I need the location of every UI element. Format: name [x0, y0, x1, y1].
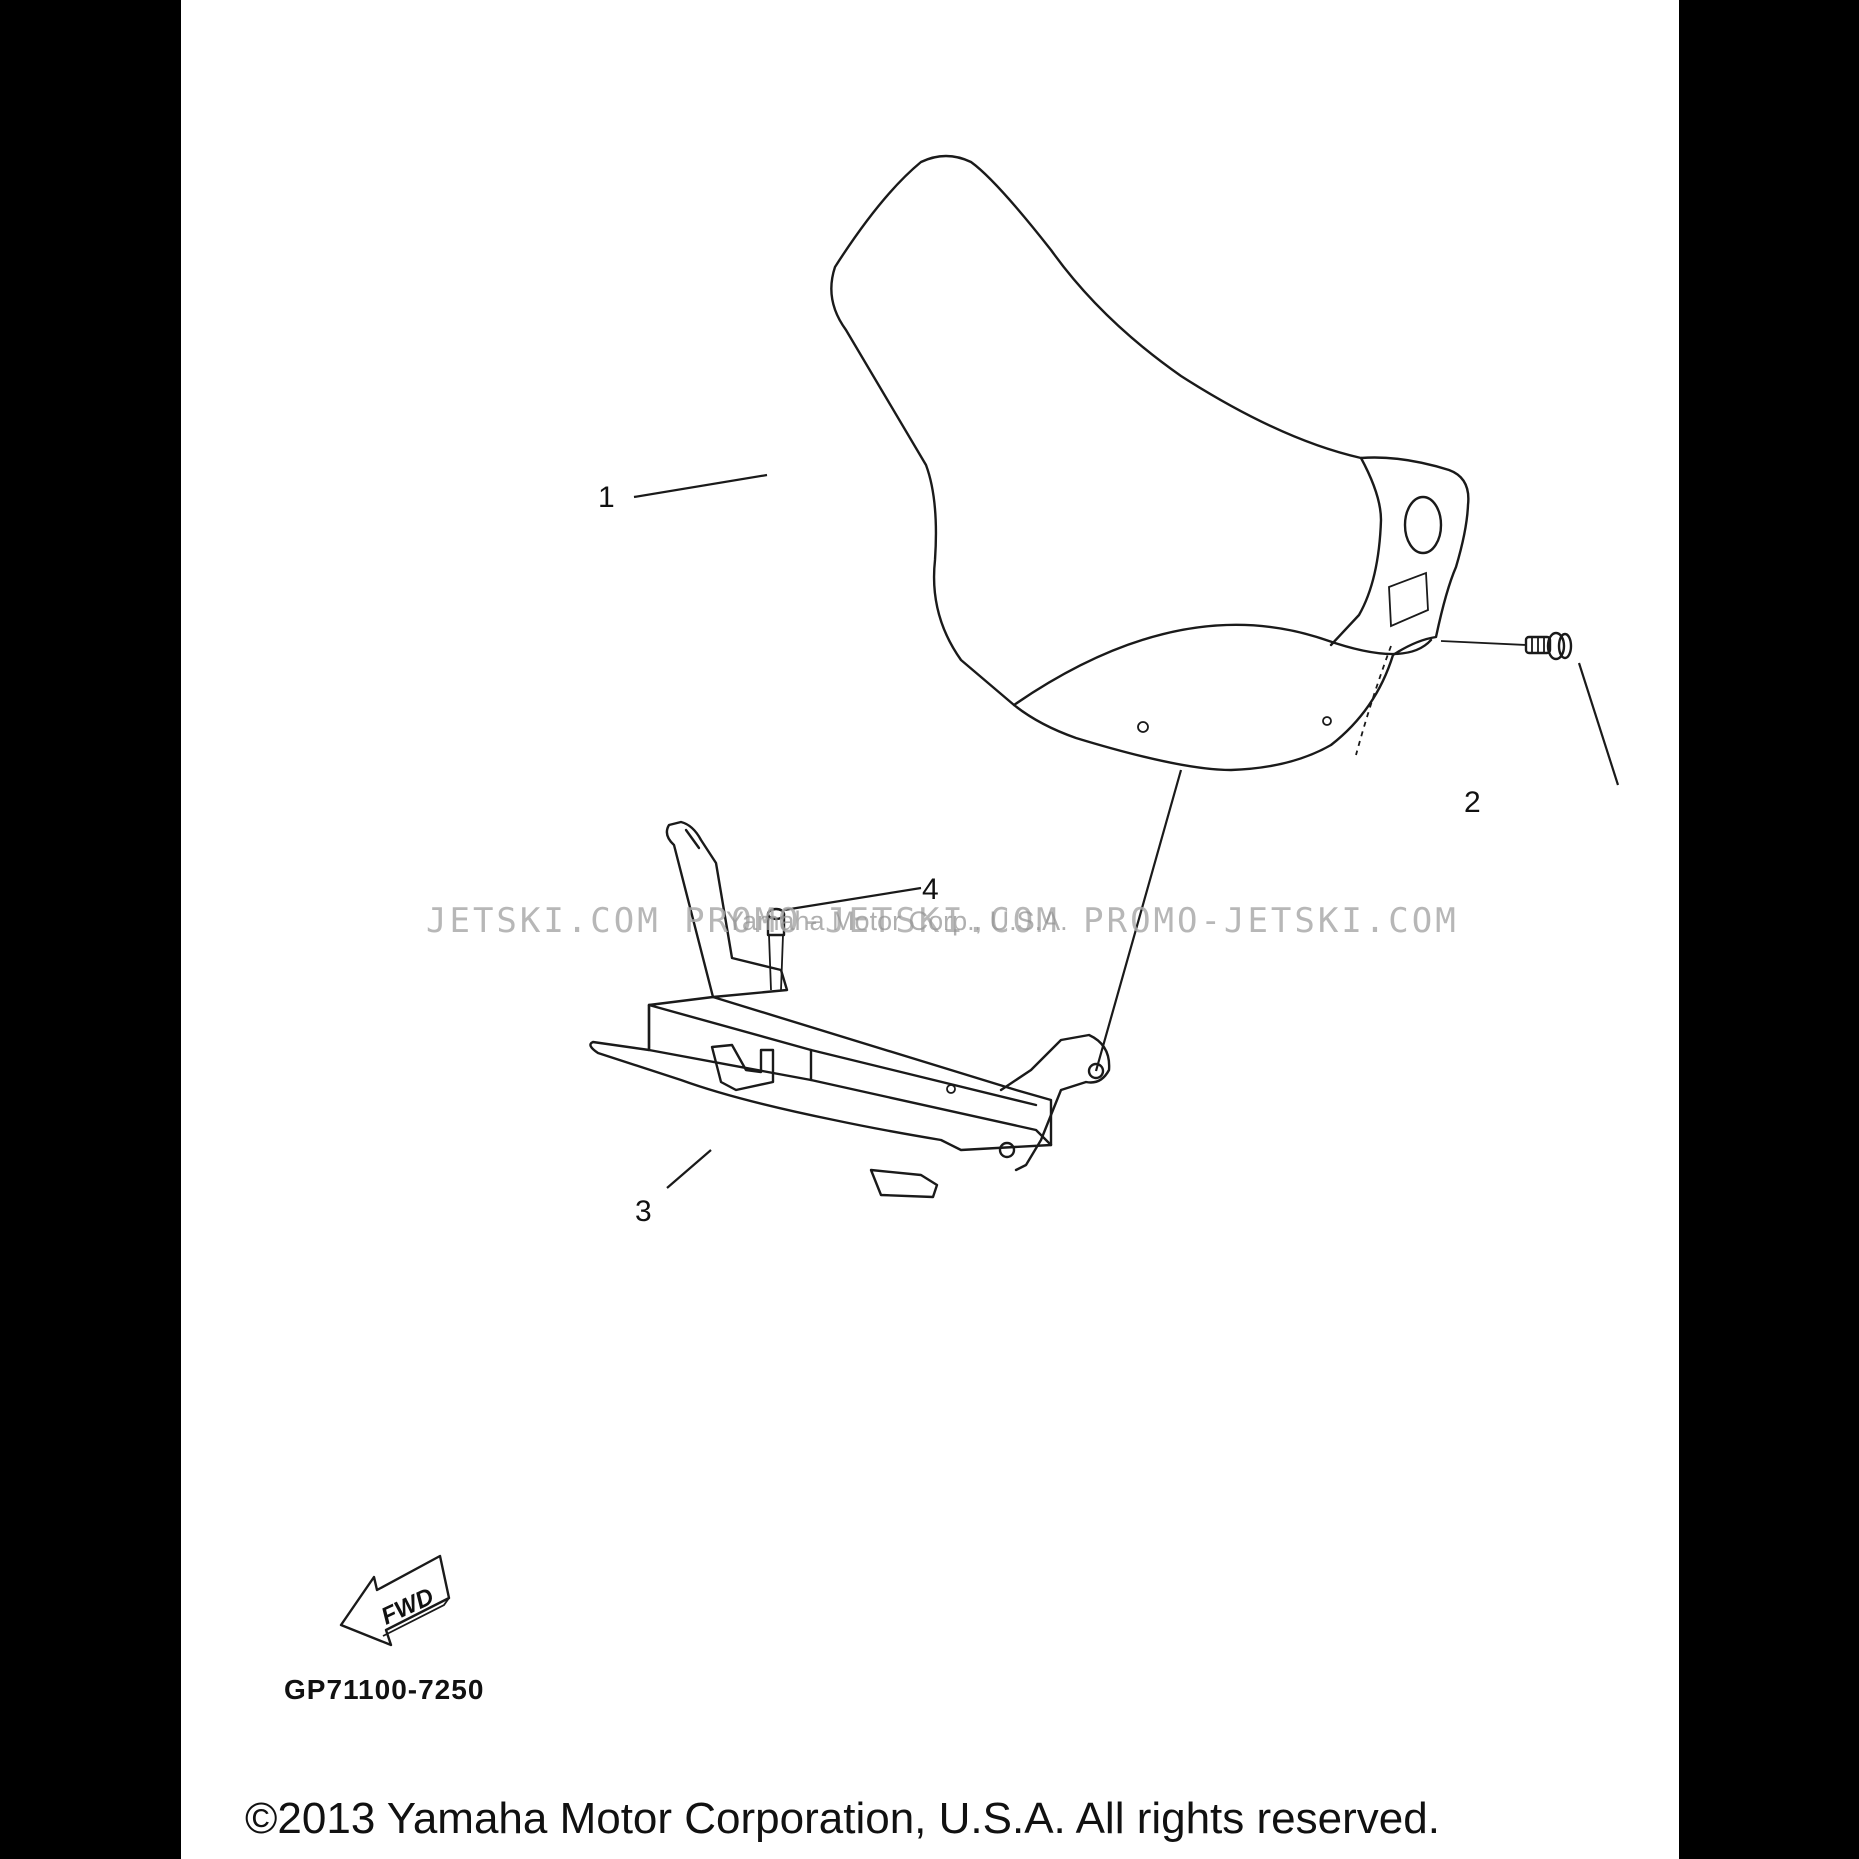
callout-2: 2 — [1464, 786, 1481, 819]
watermark-text: JETSKI.COM PROMO-JETSKI.COM PROMO-JETSKI… — [426, 901, 1459, 941]
part-number-label: GP71100-7250 — [284, 1674, 485, 1705]
leader-line-1 — [633, 473, 768, 499]
screw-drawing — [766, 907, 786, 991]
seat-assembly-diagram: FWD — [339, 154, 1620, 1647]
leader-line-3 — [666, 1149, 712, 1189]
seat-drawing — [830, 154, 1470, 772]
bolt-drawing — [1440, 631, 1573, 661]
callout-4: 4 — [922, 873, 939, 906]
bracket-drawing — [589, 820, 1111, 1199]
connector-line — [1094, 769, 1183, 1072]
leader-line-4 — [783, 886, 922, 912]
watermark-overlay: Yamaha Motor Corp., U.S.A. — [726, 906, 1068, 936]
fwd-arrow-icon: FWD — [339, 1554, 451, 1647]
copyright-footer: ©2013 Yamaha Motor Corporation, U.S.A. A… — [245, 1794, 1440, 1843]
leader-line-2 — [1577, 662, 1620, 786]
callout-3: 3 — [635, 1195, 652, 1228]
diagram-page: FWD 1 2 3 4 JETSKI.COM PROMO-JETSKI.COM … — [181, 0, 1679, 1859]
callout-1: 1 — [598, 481, 615, 514]
